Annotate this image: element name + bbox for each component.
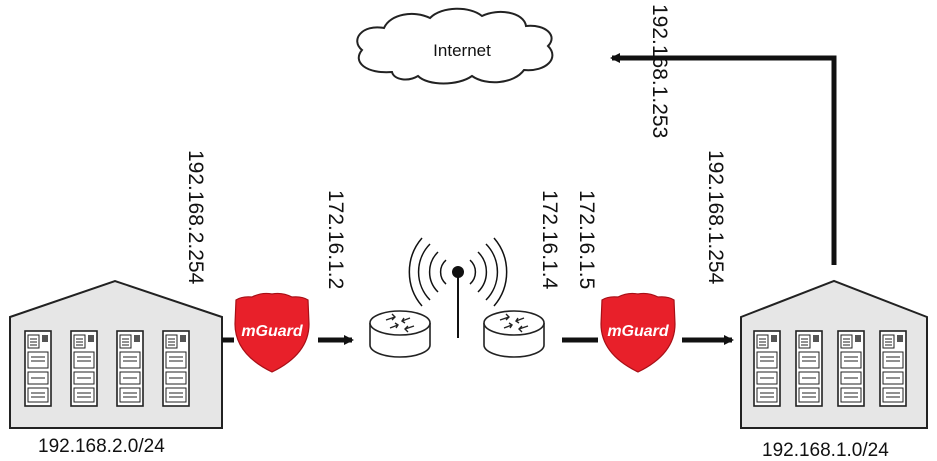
right-network-label: 192.168.1.0/24 [762,440,889,461]
server-rack-icon [70,330,98,407]
ip-label-right-gateway: 192.168.1.254 [704,150,727,285]
left-mguard-shield: mGuard [234,292,310,373]
mguard-label: mGuard [241,323,304,340]
left-network-building [9,279,223,429]
arrow-to-internet [610,53,837,265]
internet-cloud: Internet [356,7,554,85]
right-network-building [740,279,928,429]
left-router-icon [369,310,431,358]
right-router-icon [483,310,545,358]
left-network-label: 192.168.2.0/24 [38,436,165,457]
server-rack-icon [837,330,865,407]
mguard-label: mGuard [607,323,670,340]
server-rack-icon [162,330,190,407]
server-rack-icon [879,330,907,407]
internet-label: Internet [433,41,491,60]
server-rack-icon [795,330,823,407]
right-mguard-shield: mGuard [600,292,676,373]
server-rack-icon [753,330,781,407]
ip-label-left-gateway: 192.168.2.254 [184,150,207,285]
ip-label-internet-uplink: 192.168.1.253 [648,4,671,138]
server-rack-icon [24,330,52,407]
connections [222,53,837,345]
wireless-antenna-icon [408,237,508,338]
ip-label-right-router-a: 172.16.1.4 [538,190,561,290]
ip-label-right-router-b: 172.16.1.5 [575,190,598,289]
server-rack-icon [116,330,144,407]
ip-label-left-router: 172.16.1.2 [324,190,347,289]
